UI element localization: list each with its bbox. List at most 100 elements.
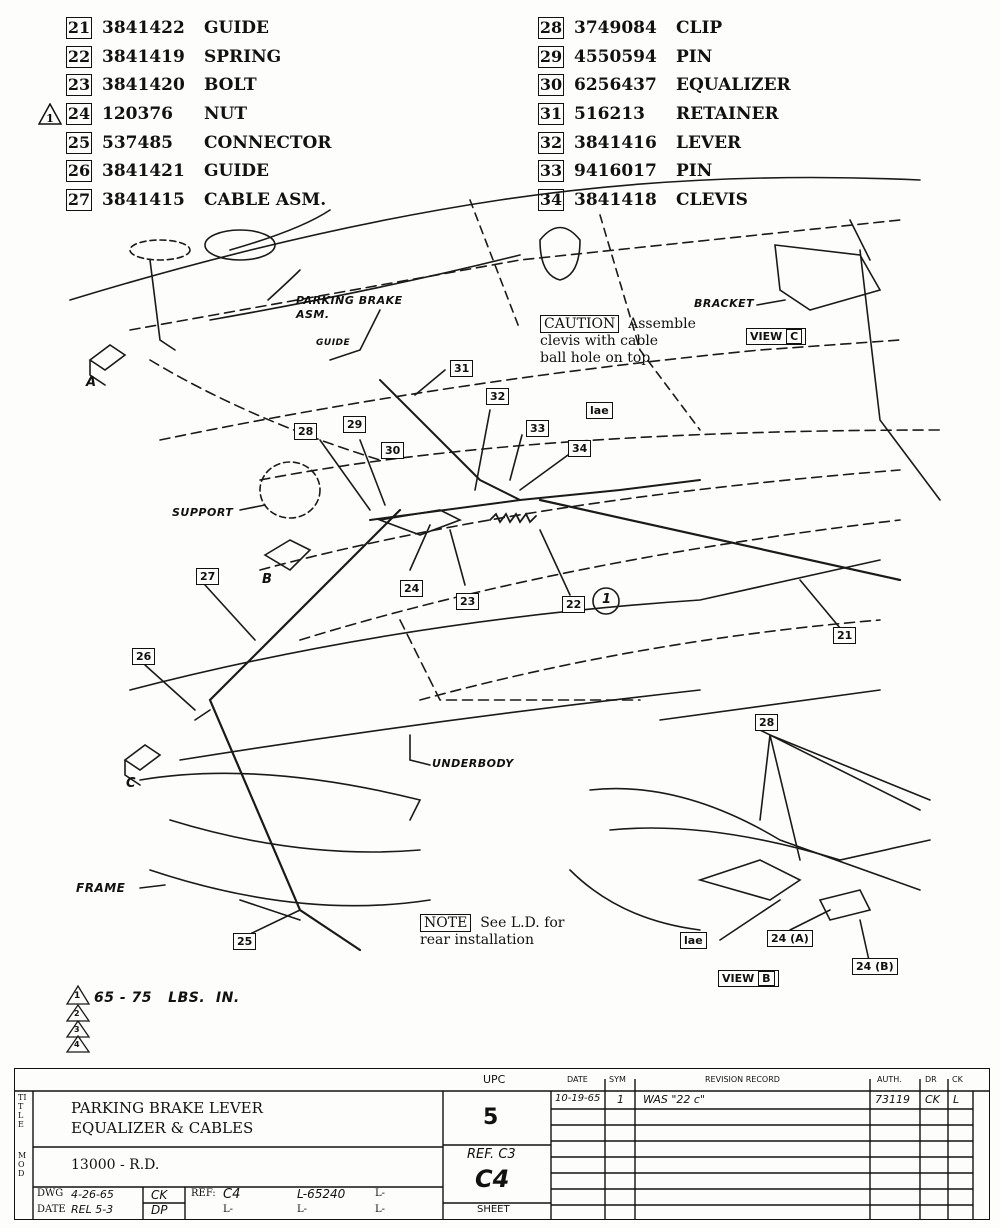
view-b-equalizer <box>697 859 802 901</box>
ref-label: REF. C3 <box>467 1147 516 1162</box>
equalizer-part <box>376 509 462 536</box>
part-name: CLEVIS <box>676 189 748 210</box>
bracket-label: BRACKET <box>694 297 755 310</box>
callout-24a-suffix: (A) <box>790 932 809 945</box>
torque-index: 1 <box>74 991 81 1001</box>
frame-rail <box>169 819 421 853</box>
leader-line <box>859 919 871 966</box>
hidden-body-line <box>129 219 901 331</box>
bracket-rod <box>849 219 871 261</box>
view-marker-a-icon <box>88 344 127 386</box>
cable-guide-end <box>194 709 211 721</box>
leader-line <box>329 309 381 361</box>
support-outline <box>259 461 321 519</box>
callout-27: 27 <box>196 568 220 585</box>
callout-22: 22 <box>562 596 586 613</box>
l-field: L- <box>297 1204 308 1215</box>
hidden-floor-line <box>299 519 901 641</box>
view-b-tag: VIEW B <box>718 970 779 987</box>
leader-line <box>519 454 569 491</box>
leader-line <box>759 734 931 861</box>
brake-lever-rod <box>149 259 176 351</box>
part-number-box: 26 <box>66 160 92 183</box>
part-number: 4550594 <box>574 46 657 67</box>
part-number: 3841418 <box>574 189 657 210</box>
part-name: RETAINER <box>676 104 779 125</box>
view-b-rail <box>609 827 931 861</box>
ref2-value: C4 <box>223 1187 241 1202</box>
frame-rail <box>149 869 431 907</box>
frame-rail <box>239 899 301 921</box>
rear-cable-right <box>538 498 902 582</box>
part-number-box: 29 <box>538 45 564 68</box>
hidden-pillar-line <box>599 214 701 431</box>
seat-outline <box>539 226 581 281</box>
title-line-2: EQUALIZER & CABLES <box>71 1119 254 1137</box>
callout-24b-number: 24 <box>856 960 872 973</box>
part-number: 3841419 <box>102 46 185 67</box>
note-line-2: rear installation <box>420 932 534 948</box>
part-name: GUIDE <box>204 161 269 182</box>
hidden-floor-line <box>159 339 901 441</box>
model-number: 13000 - R.D. <box>71 1157 160 1173</box>
part-name: LEVER <box>676 132 742 153</box>
rev-auth: 73119 <box>875 1093 910 1106</box>
callout-25: 25 <box>233 933 257 950</box>
rear-cable-left <box>208 508 402 952</box>
leader-line <box>319 439 371 511</box>
callout-32: 32 <box>486 388 510 405</box>
part-number-box: 30 <box>538 74 564 97</box>
hidden-floor-line <box>259 429 941 481</box>
leader-line <box>414 369 446 396</box>
title-line-1: PARKING BRAKE LEVER <box>71 1099 263 1117</box>
callout-24b-suffix: (B) <box>875 960 894 973</box>
view-c-letter: C <box>786 329 803 344</box>
part-number: 120376 <box>102 104 173 125</box>
leader-line <box>409 524 431 571</box>
view-b-cable <box>759 729 921 811</box>
part-number: 9416017 <box>574 161 657 182</box>
part-number: 3841416 <box>574 132 657 153</box>
rev-ck: L <box>953 1093 960 1106</box>
leader-line <box>719 899 781 941</box>
part-number: 3749084 <box>574 18 657 39</box>
part-name: PIN <box>676 161 713 182</box>
warning-triangle-icon <box>65 1034 91 1053</box>
part-number: 3841422 <box>102 18 185 39</box>
underbody-rail <box>179 689 701 761</box>
underbody-rail <box>129 559 881 691</box>
leader-line <box>789 909 831 931</box>
torque-index: 3 <box>74 1025 81 1034</box>
pedal-hidden <box>129 239 191 261</box>
exploded-view-drawing <box>65 176 941 1053</box>
l-field: L- <box>375 1188 386 1199</box>
spring-coil <box>489 512 537 524</box>
leader-line <box>359 439 386 506</box>
part-name: BOLT <box>204 75 257 96</box>
view-b-rail <box>569 869 701 931</box>
callout-23: 23 <box>456 593 480 610</box>
leader-line <box>474 409 491 491</box>
bracket-part <box>774 244 882 311</box>
view-b-letter: B <box>758 971 775 986</box>
dwg-label: DWG <box>37 1188 64 1199</box>
rear-install-note: NOTE See L.D. for rear installation <box>420 914 565 949</box>
rev-dr: CK <box>925 1093 940 1106</box>
rev-sym: 1 <box>617 1093 624 1106</box>
callout-24b: 24 (B) <box>852 958 898 975</box>
upc-label: UPC <box>483 1073 506 1086</box>
rev-header-date: DATE <box>567 1075 588 1084</box>
part-name: CABLE ASM. <box>204 189 327 210</box>
floor-pan-edge <box>209 254 521 321</box>
marker-a-label: A <box>86 375 97 390</box>
brake-cable-top <box>229 209 331 251</box>
warning-triangle-icon: 1 <box>38 102 62 125</box>
upc-value: 5 <box>483 1105 499 1130</box>
callout-31: 31 <box>450 360 474 377</box>
callout-28-view-b: 28 <box>755 714 779 731</box>
